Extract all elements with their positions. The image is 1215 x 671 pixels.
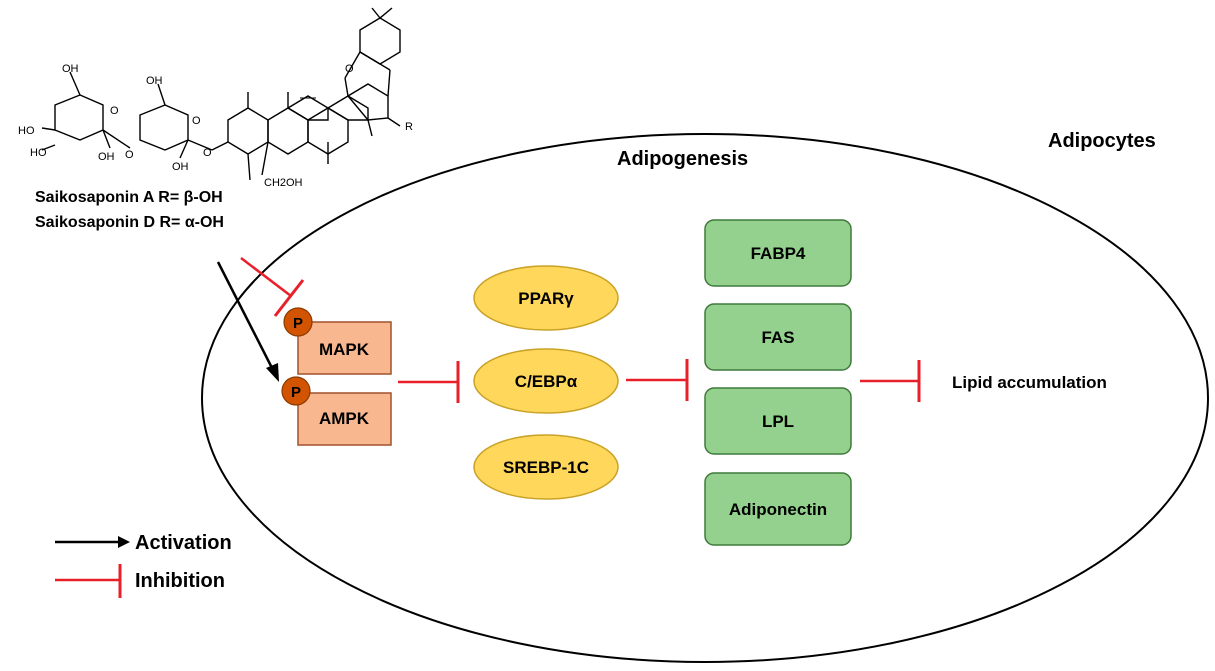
ampk-label: AMPK xyxy=(319,409,370,428)
saikosaponin-structure xyxy=(41,7,401,181)
gene-fabp4: FABP4 xyxy=(704,219,852,287)
pparg-label: PPARγ xyxy=(518,289,574,308)
compound-name-a: Saikosaponin A R= β-OH xyxy=(35,189,223,206)
lpl-label: LPL xyxy=(762,412,794,431)
svg-text:HO: HO xyxy=(18,125,35,137)
svg-text:O: O xyxy=(345,63,354,75)
svg-text:O: O xyxy=(125,149,134,161)
pparg-shape xyxy=(473,265,619,331)
gene-lpl: LPL xyxy=(704,387,852,455)
tf-pparg: PPARγ xyxy=(473,265,619,331)
gene-adiponectin: Adiponectin xyxy=(704,472,852,546)
activation-arrow-ampk xyxy=(216,261,274,369)
svg-text:R: R xyxy=(405,121,413,133)
outcome-label: Lipid accumulation xyxy=(952,373,1107,392)
compound-name-d: Saikosaponin D R= α-OH xyxy=(35,214,224,231)
svg-text:CH2OH: CH2OH xyxy=(264,177,303,189)
legend-activation-arrowhead xyxy=(118,536,130,548)
fabp4-label: FABP4 xyxy=(751,244,806,263)
adiponectin-label: Adiponectin xyxy=(729,500,827,519)
phospho-icon xyxy=(283,307,313,337)
legend: Activation Inhibition xyxy=(55,532,232,598)
fas-box xyxy=(704,303,852,371)
cebpa-shape xyxy=(473,348,619,414)
cebpa-label: C/EBPα xyxy=(515,372,578,391)
legend-inhibition-label: Inhibition xyxy=(135,570,225,592)
structure-labels: OH OH HO HO OH OH O O O O O R CH2OH xyxy=(18,63,413,189)
cell-label: Adipocytes xyxy=(1048,130,1156,152)
fas-label: FAS xyxy=(761,328,794,347)
svg-text:HO: HO xyxy=(30,147,47,159)
tf-srebp1c: SREBP-1C xyxy=(473,434,619,500)
lpl-box xyxy=(704,387,852,455)
tf-cebpa: C/EBPα xyxy=(473,348,619,414)
phospho-icon xyxy=(281,376,311,406)
kinase-ampk: AMPK P xyxy=(281,376,392,446)
ampk-box xyxy=(297,392,392,446)
svg-text:OH: OH xyxy=(172,161,189,173)
adiponectin-box xyxy=(704,472,852,546)
process-label: Adipogenesis xyxy=(617,148,748,170)
svg-text:O: O xyxy=(192,115,201,127)
phospho-label-ampk: P xyxy=(291,384,301,401)
srebp1c-label: SREBP-1C xyxy=(503,458,589,477)
inhibition-line-mapk xyxy=(240,257,292,297)
inhibition-bar-mapk xyxy=(273,279,305,317)
cell-boundary xyxy=(201,133,1209,663)
svg-text:OH: OH xyxy=(98,151,115,163)
gene-fas: FAS xyxy=(704,303,852,371)
mapk-label: MAPK xyxy=(319,340,370,359)
svg-text:OH: OH xyxy=(146,75,163,87)
legend-activation-label: Activation xyxy=(135,532,232,554)
phospho-label-mapk: P xyxy=(293,315,303,332)
srebp1c-shape xyxy=(473,434,619,500)
mapk-box xyxy=(297,321,392,375)
svg-text:OH: OH xyxy=(62,63,79,75)
kinase-mapk: MAPK P xyxy=(283,307,392,375)
svg-text:O: O xyxy=(110,105,119,117)
fabp4-box xyxy=(704,219,852,287)
activation-arrowhead-ampk xyxy=(266,363,279,382)
svg-text:O: O xyxy=(203,147,212,159)
